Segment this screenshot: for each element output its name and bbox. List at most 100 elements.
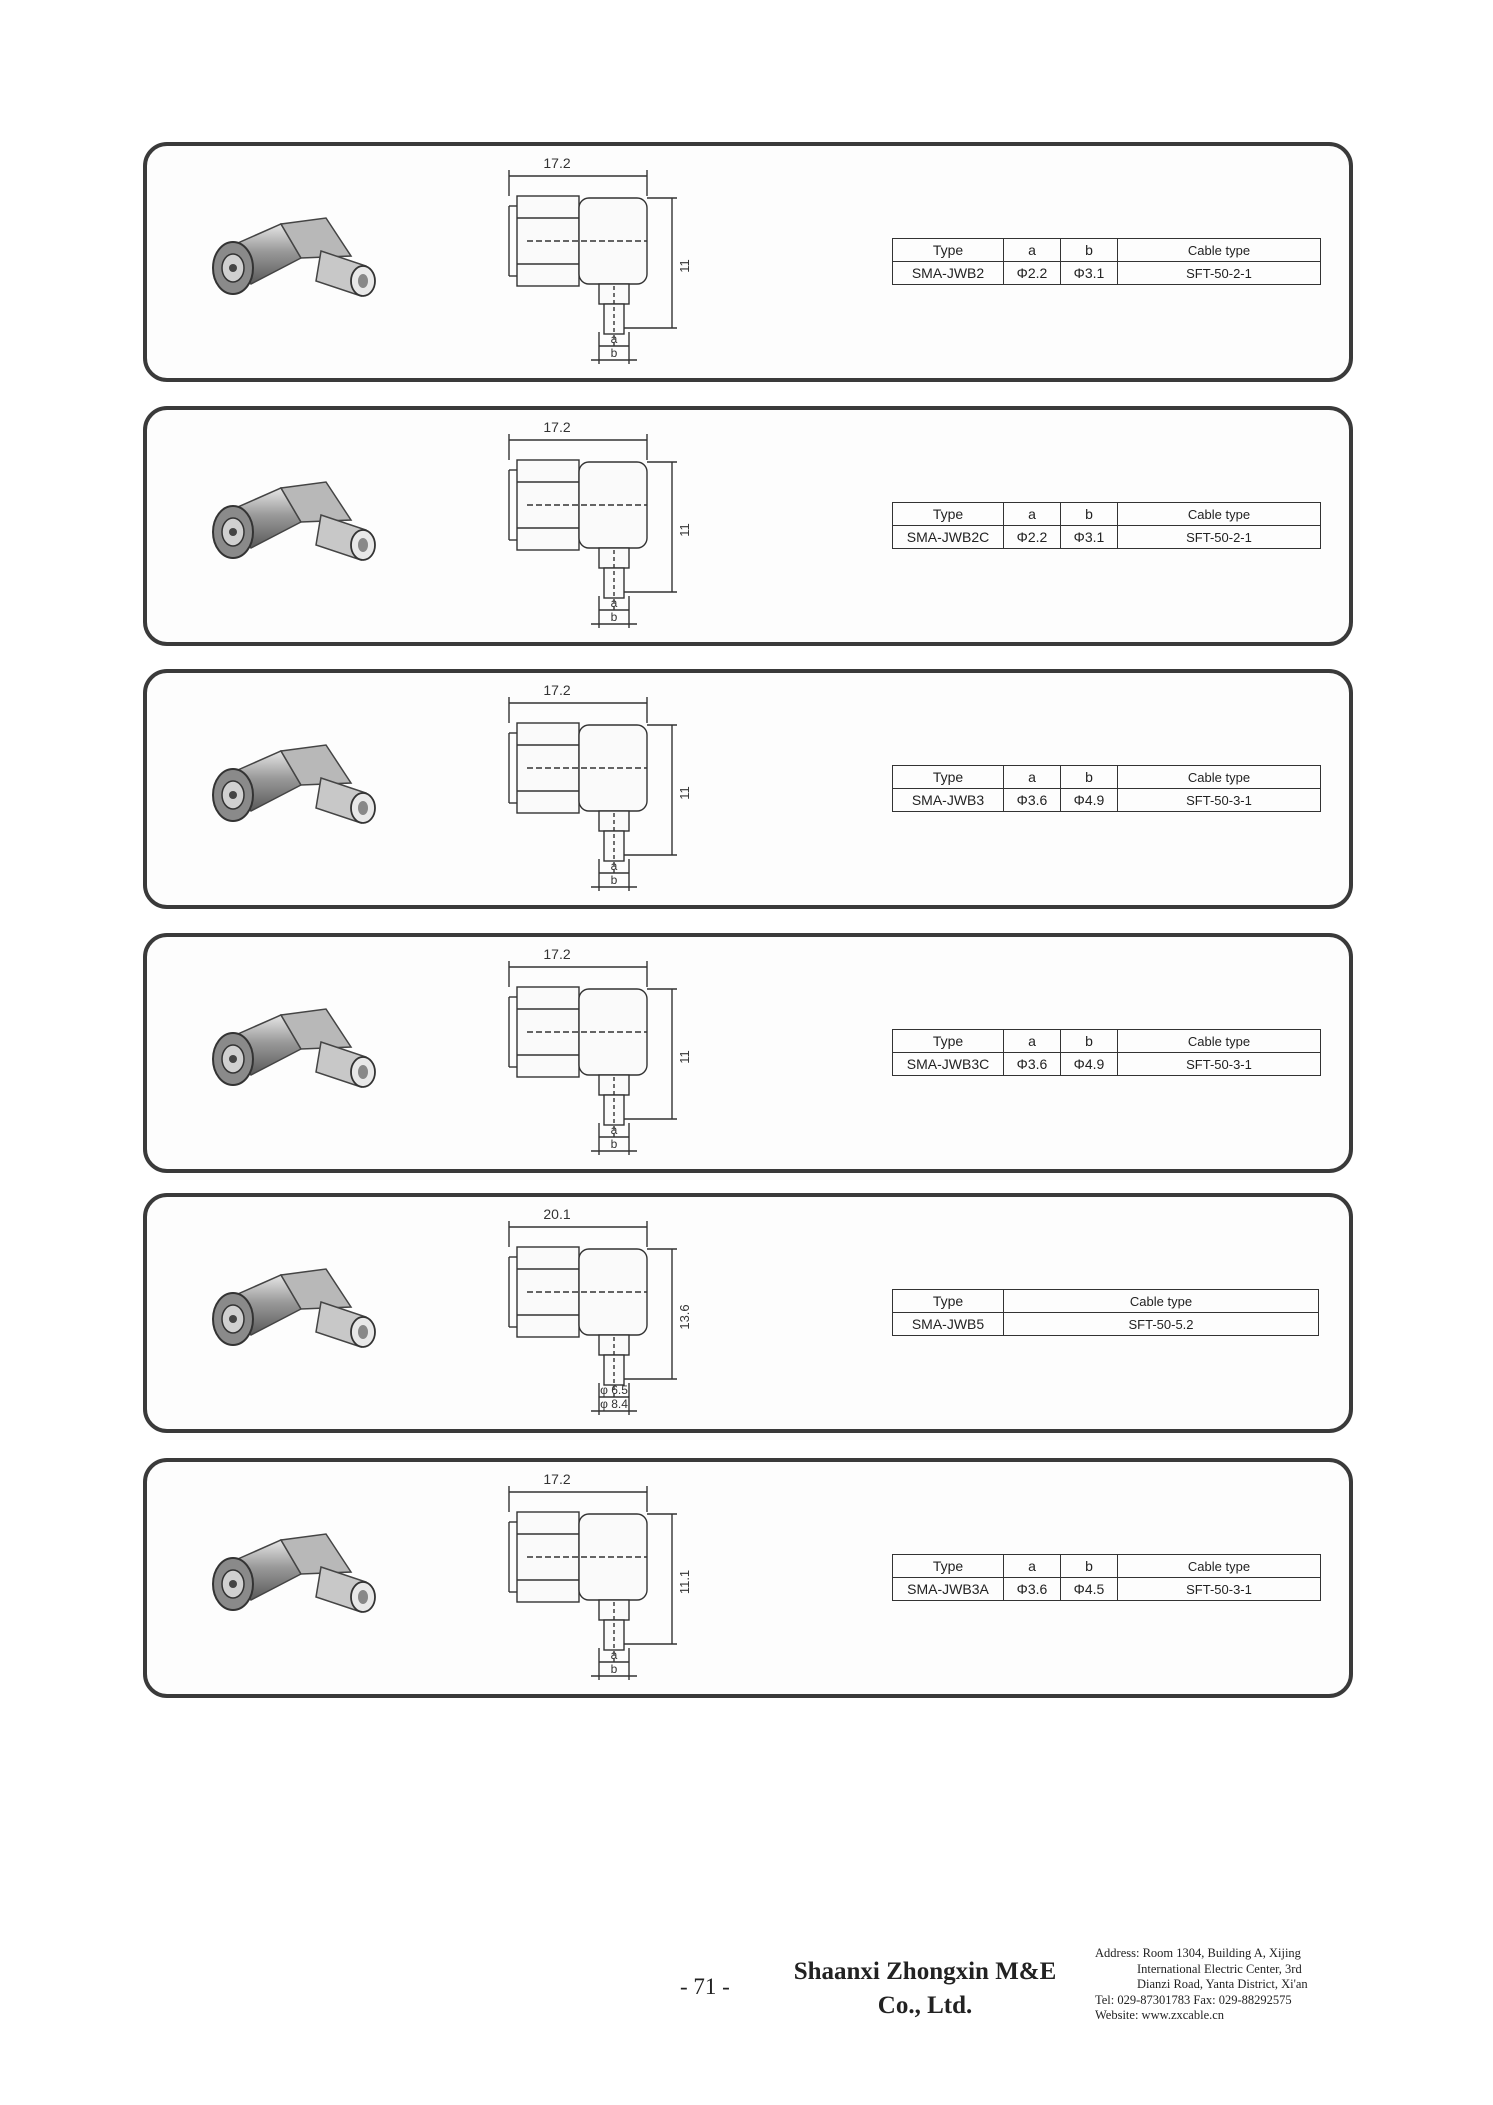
dim-width-label: 17.2	[543, 682, 570, 698]
spec-header-cell: Type	[892, 1029, 1004, 1053]
dim-b-label: b	[611, 873, 618, 887]
dim-a-label: a	[611, 859, 618, 873]
dim-height-label: 11	[677, 259, 692, 273]
spec-header-cell: Type	[892, 765, 1004, 789]
address-line: Dianzi Road, Yanta District, Xi'an	[1137, 1977, 1308, 1991]
dim-b-label: b	[611, 1137, 618, 1151]
spec-value-cell: SFT-50-3-1	[1117, 1577, 1321, 1601]
spec-header-cell: a	[1003, 765, 1061, 789]
dimension-drawing: 17.2 11 a b	[508, 155, 692, 364]
dim-b-label: φ 8.4	[600, 1397, 628, 1411]
company-name: Shaanxi Zhongxin M&E Co., Ltd.	[770, 1955, 1080, 2023]
spec-value-cell: Φ3.1	[1060, 525, 1118, 549]
connector-photo-icon	[212, 1268, 376, 1348]
address-line: International Electric Center, 3rd	[1137, 1961, 1302, 1976]
company-address: Address: Room 1304, Building A, Xijing I…	[1095, 1946, 1335, 2024]
spec-value-cell: SFT-50-3-1	[1117, 1052, 1321, 1076]
spec-value-cell: SMA-JWB3A	[892, 1577, 1004, 1601]
dimension-drawing: 17.2 11.1 a b	[508, 1471, 692, 1680]
dim-b-label: b	[611, 1662, 618, 1676]
spec-header-cell: a	[1003, 238, 1061, 262]
spec-header-cell: a	[1003, 1029, 1061, 1053]
dim-height-label: 11	[677, 523, 692, 537]
dim-b-label: b	[611, 610, 618, 624]
dim-width-label: 17.2	[543, 1471, 570, 1487]
spec-value-cell: Φ3.1	[1060, 261, 1118, 285]
dim-a-label: φ 6.5	[600, 1383, 628, 1397]
connector-photo-icon	[212, 481, 376, 561]
spec-value-cell: Φ2.2	[1003, 261, 1061, 285]
dim-width-label: 17.2	[543, 155, 570, 171]
dim-a-label: a	[611, 1123, 618, 1137]
dim-width-label: 17.2	[543, 419, 570, 435]
spec-header-cell: b	[1060, 502, 1118, 526]
spec-value-cell: SFT-50-5.2	[1003, 1312, 1319, 1336]
website: Website: www.zxcable.cn	[1095, 2008, 1225, 2022]
spec-header-cell: Type	[892, 238, 1004, 262]
spec-value-cell: SMA-JWB3C	[892, 1052, 1004, 1076]
spec-header-cell: b	[1060, 238, 1118, 262]
spec-value-cell: SMA-JWB3	[892, 788, 1004, 812]
dim-height-label: 11	[677, 1050, 692, 1064]
spec-value-cell: Φ4.5	[1060, 1577, 1118, 1601]
spec-header-cell: Cable type	[1117, 502, 1321, 526]
connector-photo-icon	[212, 1008, 376, 1088]
spec-value-cell: Φ2.2	[1003, 525, 1061, 549]
spec-value-cell: Φ4.9	[1060, 1052, 1118, 1076]
spec-value-cell: SMA-JWB2C	[892, 525, 1004, 549]
spec-value-cell: SMA-JWB5	[892, 1312, 1004, 1336]
dim-width-label: 20.1	[543, 1206, 570, 1222]
dim-height-label: 11	[677, 786, 692, 800]
spec-header-cell: b	[1060, 1554, 1118, 1578]
spec-header-cell: a	[1003, 1554, 1061, 1578]
spec-header-cell: b	[1060, 765, 1118, 789]
dimension-drawing: 17.2 11 a b	[508, 419, 692, 628]
dim-width-label: 17.2	[543, 946, 570, 962]
company-line-1: Shaanxi Zhongxin M&E	[793, 1958, 1057, 1985]
page-number: - 71 -	[680, 1974, 730, 1999]
spec-value-cell: SFT-50-2-1	[1117, 261, 1321, 285]
dim-height-label: 13.6	[677, 1304, 692, 1329]
company-line-2: Co., Ltd.	[877, 1992, 973, 2019]
contact-phone-fax: Tel: 029-87301783 Fax: 029-88292575	[1095, 1992, 1292, 2007]
spec-header-cell: Cable type	[1117, 765, 1321, 789]
dim-b-label: b	[611, 346, 618, 360]
spec-header-cell: Type	[892, 502, 1004, 526]
connector-photo-icon	[212, 744, 376, 824]
spec-header-cell: Type	[892, 1289, 1004, 1313]
dim-a-label: a	[611, 1648, 618, 1662]
spec-header-cell: Cable type	[1117, 1029, 1321, 1053]
dimension-drawing: 17.2 11 a b	[508, 682, 692, 891]
spec-header-cell: Cable type	[1117, 1554, 1321, 1578]
spec-header-cell: Cable type	[1117, 238, 1321, 262]
address-line: Address: Room 1304, Building A, Xijing	[1095, 1946, 1301, 1960]
spec-value-cell: Φ3.6	[1003, 1052, 1061, 1076]
spec-value-cell: SFT-50-2-1	[1117, 525, 1321, 549]
dimension-drawing: 17.2 11 a b	[508, 946, 692, 1155]
dim-a-label: a	[611, 596, 618, 610]
spec-value-cell: Φ4.9	[1060, 788, 1118, 812]
connector-photo-icon	[212, 1533, 376, 1613]
connector-photo-icon	[212, 217, 376, 297]
